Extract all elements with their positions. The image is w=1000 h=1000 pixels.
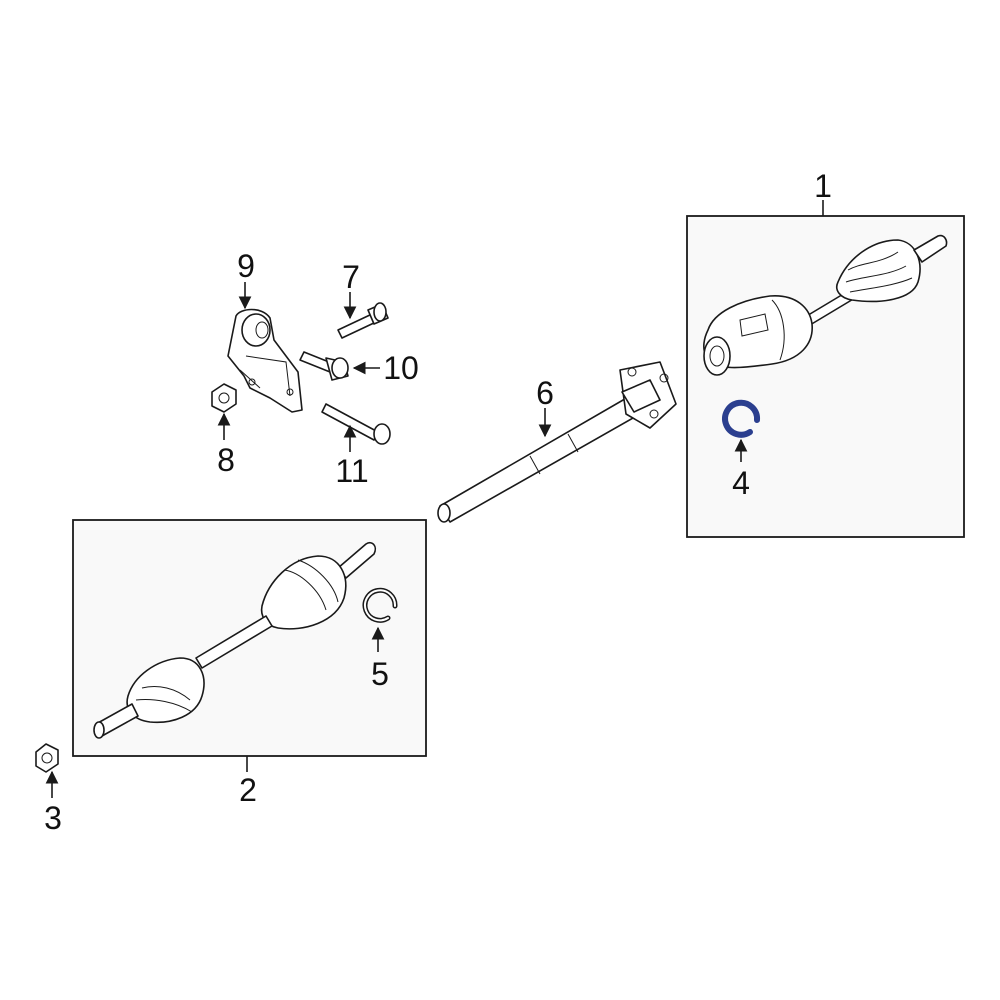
axle-shaft-right [703,234,948,376]
callout-4: 4 [732,465,750,501]
axle-shaft-left [93,541,377,739]
callout-1: 1 [814,168,832,204]
callout-3: 3 [44,800,62,836]
intermediate-shaft-6 [437,361,677,523]
bolt-10 [299,351,349,381]
callout-11: 11 [335,453,368,489]
callout-6: 6 [536,375,554,411]
callout-10: 10 [383,350,419,386]
callout-9: 9 [237,248,255,284]
axle-assembly-right-group [686,200,965,538]
nut-8 [211,383,237,413]
bolt-7 [337,302,389,339]
callout-2: 2 [239,772,257,808]
inset-box-1 [686,215,965,538]
bracket-9 [227,308,303,413]
retaining-ring-5 [362,587,398,623]
callout-5: 5 [371,656,389,692]
axle-assembly-left-group [72,519,427,772]
callout-8: 8 [217,442,235,478]
retaining-ring-4 [722,399,761,438]
bolt-11 [321,403,391,445]
nut-3 [35,743,59,773]
callout-7: 7 [342,259,360,295]
